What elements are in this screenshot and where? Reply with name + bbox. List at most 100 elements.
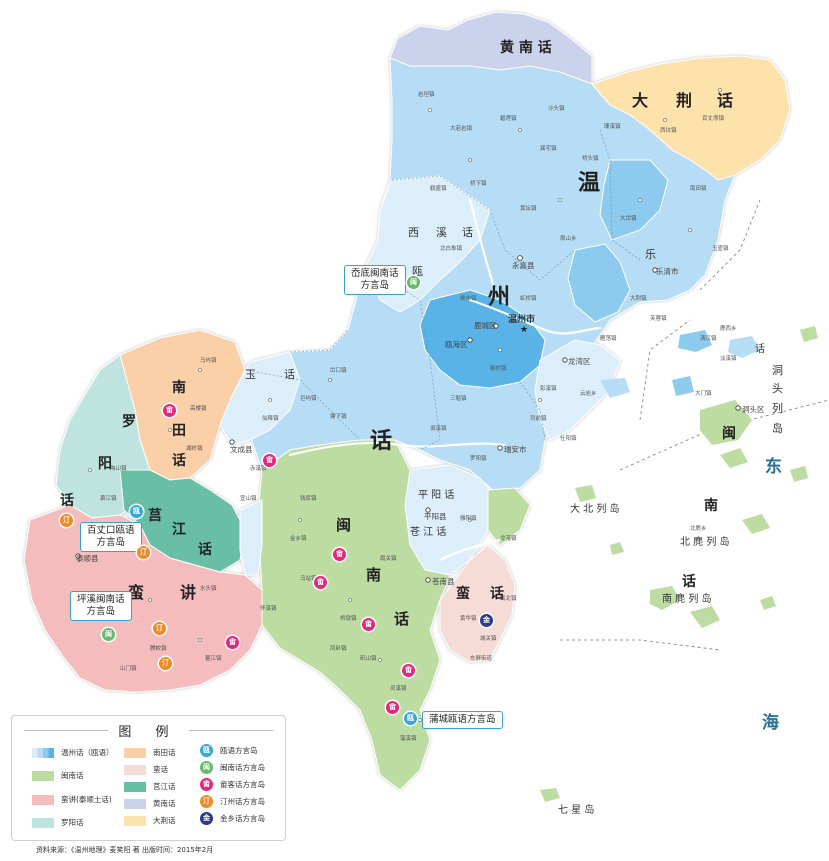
label-nanbeiji-hua: 话 — [682, 573, 696, 590]
town-label: 高楼镇 — [190, 404, 207, 412]
region-minnan-east — [487, 487, 531, 546]
city-marker-ouhai — [467, 337, 473, 343]
town-label: 萧江镇 — [100, 494, 117, 502]
badge-she-7: 畲 — [402, 664, 415, 677]
island-nanji-2 — [690, 606, 720, 628]
city-dongtou: 洞头区 — [742, 404, 765, 414]
legend-swatch-jujiang — [124, 782, 146, 792]
island-dongtou-6 — [600, 378, 630, 398]
island-label-beiji: 北 麂 列 岛 — [680, 535, 730, 548]
town-label: 虹桥镇 — [520, 294, 537, 302]
town-label: 司前镇 — [530, 414, 547, 422]
badge-she-2: 畲 — [263, 454, 276, 467]
town-label: 桥头镇 — [582, 154, 599, 162]
region-wenzhou-light-yuhu — [219, 351, 301, 446]
town-label: 泗溪镇 — [430, 424, 447, 432]
town-label: 腾蛟镇 — [150, 644, 167, 652]
town-label: 岩坦镇 — [418, 90, 435, 98]
city-marker-yongjia — [517, 255, 523, 261]
label-dongtou-min: 闽 — [722, 425, 736, 442]
label-dajing-hua: 话 — [717, 91, 733, 110]
island-small-3 — [800, 326, 818, 342]
callout-xiadi: 岙底闽南话 方言岛 — [344, 265, 406, 295]
town-label: 龙港镇 — [500, 534, 517, 542]
city-lucheng: 鹿城区 — [474, 320, 497, 330]
city-marker-yueqing — [652, 267, 658, 273]
town-label: 清江镇 — [700, 334, 717, 342]
town-label: 瓯北镇 — [500, 594, 517, 602]
label-luoyang-hua: 话 — [60, 492, 74, 509]
town-label: 罗阳镇 — [470, 454, 487, 462]
town-label: 陶山镇 — [110, 464, 127, 472]
badge-tingzhou-3: 汀 — [153, 622, 166, 635]
label-wen: 温 — [578, 171, 600, 196]
town-label: 巽宅镇 — [540, 144, 557, 152]
badge-she-6: 畲 — [362, 618, 375, 631]
city-star: ★ — [520, 325, 528, 335]
legend-badge-ou-icon: 瓯 — [200, 744, 213, 757]
badge-she-8: 畲 — [386, 701, 399, 714]
town-label: 城关镇 — [480, 634, 497, 642]
badge-she-nantian: 畲 — [163, 404, 176, 417]
river-feiyun-jiang — [288, 441, 507, 457]
region-huangnan — [389, 11, 593, 85]
label-dongtou-dong: 洞 — [772, 364, 783, 377]
region-manhua — [439, 544, 516, 663]
town-label: 水头镇 — [200, 584, 217, 592]
legend-swatch-wenzhou — [32, 748, 54, 758]
callout-pucheng: 蒲城瓯语方言岛 — [422, 711, 503, 729]
town-label: 玉壶镇 — [712, 244, 729, 252]
label-yu-hua: 话 — [284, 368, 295, 381]
legend-badge-minnan-icon: 闽 — [200, 761, 213, 774]
legend-swatch-luoyang — [32, 818, 54, 828]
town-label: 鹤盛镇 — [430, 184, 447, 192]
town-label: 山门镇 — [120, 664, 137, 672]
label-manhua-hua: 话 — [490, 585, 504, 602]
city-yongjia: 永嘉县 — [512, 260, 535, 270]
town-label: 巨屿镇 — [300, 394, 317, 402]
town-label: 宜山镇 — [240, 494, 257, 502]
river-ou-jiang — [468, 298, 602, 335]
town-label: 大门镇 — [695, 389, 712, 397]
town-label: 碧莲镇 — [500, 114, 517, 122]
legend: 图 例 温州话（瓯语） 闽南话 蛮讲(泰顺土话) 罗阳话 南田话 蛮话 莒江话 … — [11, 715, 286, 841]
city-wencheng: 文成县 — [230, 444, 253, 454]
city-wenzhou: 温州市 — [508, 313, 535, 325]
label-nantian-hua: 话 — [172, 452, 186, 469]
label-minnan-nan: 南 — [366, 566, 381, 584]
label-xi-hua: 话 — [462, 226, 473, 239]
city-labels: 永嘉县 ★ 温州市 鹿城区 瓯海区 龙湾区 瑞安市 文成县 泰顺县 平阳县 苍南… — [75, 255, 765, 586]
town-label: 霞关镇 — [380, 554, 397, 562]
town-label: 峃口镇 — [330, 366, 347, 374]
legend-label-manhua: 蛮话 — [153, 765, 168, 774]
legend-badge-ou-label: 瓯语方言岛 — [220, 746, 258, 755]
label-xi: 西 — [408, 226, 419, 239]
boundary-line-5 — [599, 129, 641, 261]
label-huangnan: 黄 南 话 — [500, 39, 552, 56]
badge-jinxiang: 金 — [480, 614, 493, 627]
town-label: 云岩乡 — [580, 389, 597, 397]
city-ouhai: 瓯海区 — [445, 339, 468, 349]
town-labels: 岩坦镇大若岩镇碧莲镇巽宅镇桥头镇沙头镇桥下镇鹤盛镇黄坛镇珊溪镇西坑镇百丈漈镇南田… — [100, 90, 737, 742]
river-nanxi — [468, 198, 497, 292]
town-label: 灵溪镇 — [390, 684, 407, 692]
legend-swatch-manhua — [124, 765, 146, 775]
town-dot — [148, 598, 152, 602]
sea-boundary-3 — [560, 639, 721, 651]
town-dot — [663, 118, 667, 122]
town-label: 淡溪镇 — [720, 354, 737, 362]
island-small-1 — [610, 542, 624, 555]
legend-badge-she-icon: 畲 — [200, 778, 213, 791]
island-small-4 — [790, 466, 808, 482]
legend-title: 图 例 — [12, 721, 285, 740]
badge-tingzhou-4: 汀 — [159, 657, 172, 670]
town-dot — [518, 128, 522, 132]
boundary-line-3 — [289, 329, 349, 353]
badge-ou-pucheng: 瓯 — [404, 712, 417, 725]
town-dot — [378, 658, 382, 662]
town-label: 沙头镇 — [548, 104, 565, 112]
town-label: 怀溪镇 — [260, 604, 277, 612]
label-xi-xi: 溪 — [436, 226, 447, 239]
town-label: 鹿西乡 — [720, 324, 737, 332]
town-label: 矾山镇 — [360, 654, 377, 662]
